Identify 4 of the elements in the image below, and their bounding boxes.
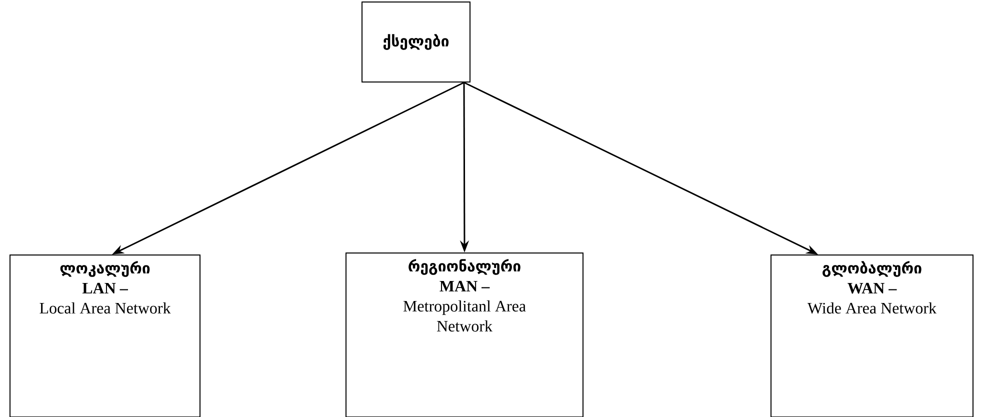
category-box: ქსელები: [362, 2, 470, 82]
network-box: გლობალური WAN – Wide Area Network: [770, 254, 974, 417]
network-box: ლოკალური LAN – Local Area Network: [10, 254, 200, 417]
network-box: რეგიონალური MAN – Metropolitanl Area Network: [346, 252, 584, 417]
